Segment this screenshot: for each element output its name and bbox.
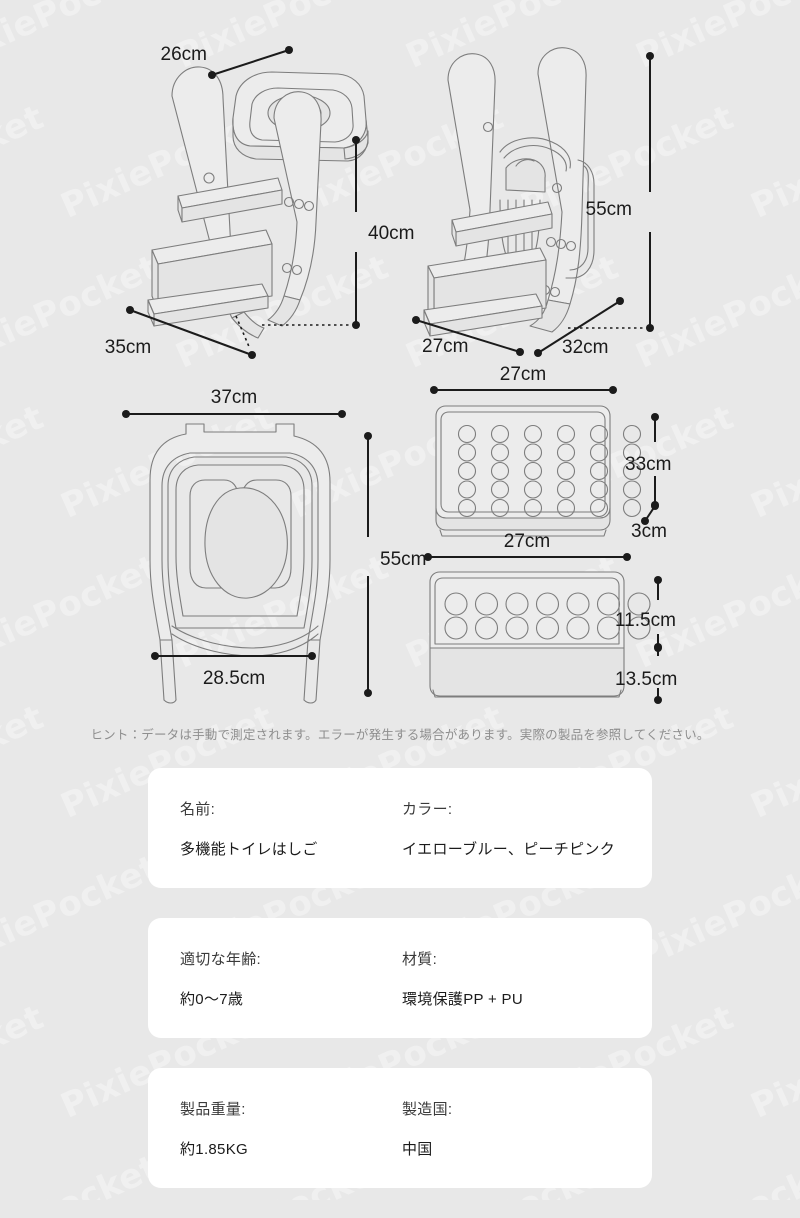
step-grip-circle: [596, 592, 621, 616]
step-grip-circle: [444, 592, 468, 616]
step-grip-circle: [490, 480, 510, 499]
spec-card-list: 名前: 多機能トイレはしご カラー: イエローブルー、ピーチピンク適切な年齢: 約0〜7…: [148, 768, 652, 1218]
step-grip-circle: [444, 616, 468, 640]
step-grip-circle: [457, 443, 477, 462]
dim-label-28-5cm: 28.5cm: [203, 668, 265, 689]
step-grip-circle: [535, 616, 560, 640]
spec-label: カラー:: [402, 800, 453, 818]
spec-column-left: 名前: 多機能トイレはしご: [180, 798, 402, 859]
spec-card: 製品重量: 約1.85KG 製造国: 中国: [148, 1068, 652, 1188]
spec-column-right: 材質: 環境保護PP + PU: [402, 948, 620, 1009]
step-grip-circle: [566, 592, 590, 616]
hint-row: ヒント：データは手動で測定されます。エラーが発生する場合があります。実際の製品を…: [0, 712, 800, 754]
spec-column-right: 製造国: 中国: [402, 1098, 620, 1159]
step-grip-circle: [490, 424, 510, 444]
spec-column-left: 製品重量: 約1.85KG: [180, 1098, 402, 1159]
dimension-diagram-area: .ln { fill:none; stroke:#7d7d7d; stroke-…: [105, 44, 677, 704]
spec-value: 約1.85KG: [180, 1140, 248, 1158]
step-grip-circle: [523, 480, 543, 499]
spec-value: 環境保護PP + PU: [402, 990, 523, 1008]
step-grip-circle: [457, 424, 477, 444]
dim-label-11-5cm: 11.5cm: [615, 610, 676, 631]
spec-label: 製造国:: [402, 1100, 453, 1118]
step-grip-circle: [490, 461, 510, 481]
spec-label: 名前:: [180, 800, 216, 818]
step-grip-circle: [535, 592, 560, 616]
step-grip-circle: [523, 461, 543, 481]
spec-column-right: カラー: イエローブルー、ピーチピンク: [402, 798, 620, 859]
step-grip-circle: [589, 480, 609, 499]
upper-step-dot-grid: [457, 424, 642, 518]
dimension-diagram-svg: .ln { fill:none; stroke:#7d7d7d; stroke-…: [105, 44, 677, 704]
spec-card: 名前: 多機能トイレはしご カラー: イエローブルー、ピーチピンク: [148, 768, 652, 888]
spec-value: 中国: [402, 1140, 433, 1158]
spec-label: 材質:: [402, 950, 438, 968]
dim-label-13-5cm: 13.5cm: [615, 669, 677, 690]
step-grip-circle: [589, 443, 609, 462]
step-grip-circle: [523, 424, 543, 444]
view-step-upper: 27cm 33cm 3cm: [430, 364, 671, 542]
step-grip-circle: [457, 461, 477, 481]
dim-label-3cm: 3cm: [631, 521, 667, 542]
spec-value: イエローブルー、ピーチピンク: [402, 840, 616, 858]
step-grip-circle: [523, 498, 543, 518]
dim-label-32cm: 32cm: [562, 337, 608, 358]
view-iso-right: 55cm 27cm 32cm: [412, 47, 654, 358]
watermark-text: PixiePocket: [745, 997, 800, 1127]
step-grip-circle: [490, 443, 510, 462]
step-grip-circle: [556, 461, 576, 481]
watermark-text: PixiePocket: [0, 1147, 165, 1200]
dim-label-35cm: 35cm: [105, 337, 151, 358]
dim-label-40cm: 40cm: [368, 223, 414, 244]
step-grip-circle: [474, 616, 499, 640]
spec-label: 適切な年齢:: [180, 950, 261, 968]
step-grip-circle: [622, 480, 642, 499]
dim-label-37cm: 37cm: [211, 387, 257, 408]
view-iso-left: 26cm 40cm 35cm: [105, 44, 414, 359]
step-grip-circle: [556, 480, 576, 499]
step-grip-circle: [622, 424, 642, 444]
view-front-seat: 37cm 55cm 28.5cm: [122, 387, 426, 704]
spec-value: 多機能トイレはしご: [180, 840, 318, 858]
step-grip-circle: [556, 424, 576, 444]
step-grip-circle: [589, 498, 609, 518]
dim-label-55cm-side: 55cm: [380, 549, 426, 570]
step-grip-circle: [457, 480, 477, 499]
measurement-hint-text: ヒント：データは手動で測定されます。エラーが発生する場合があります。実際の製品を…: [90, 727, 710, 742]
step-grip-circle: [490, 498, 510, 518]
step-grip-circle: [556, 443, 576, 462]
watermark-text: PixiePocket: [630, 847, 800, 977]
view-step-lower: 27cm 11.5cm 13.5cm: [424, 531, 677, 704]
step-grip-circle: [556, 498, 576, 518]
step-grip-circle: [457, 498, 477, 518]
step-grip-circle: [589, 424, 609, 444]
step-grip-circle: [566, 616, 590, 640]
step-grip-circle: [474, 592, 499, 616]
dim-label-26cm: 26cm: [161, 44, 207, 65]
step-grip-circle: [622, 461, 642, 481]
dim-label-27cm-upper: 27cm: [500, 364, 546, 385]
spec-value: 約0〜7歳: [180, 990, 244, 1008]
dim-label-27cm-lower: 27cm: [504, 531, 550, 552]
step-grip-circle: [505, 592, 529, 616]
watermark-text: PixiePocket: [0, 847, 165, 977]
watermark-text: PixiePocket: [0, 997, 50, 1127]
lower-step-dot-grid: [444, 592, 651, 640]
dim-label-27cm-depth: 27cm: [422, 336, 468, 357]
step-grip-circle: [627, 592, 651, 616]
dim-label-33cm: 33cm: [625, 454, 671, 475]
dim-label-55cm-top: 55cm: [586, 199, 632, 220]
step-grip-circle: [505, 616, 529, 640]
step-grip-circle: [627, 616, 651, 640]
spec-column-left: 適切な年齢: 約0〜7歳: [180, 948, 402, 1009]
step-grip-circle: [523, 443, 543, 462]
spec-card: 適切な年齢: 約0〜7歳 材質: 環境保護PP + PU: [148, 918, 652, 1038]
step-grip-circle: [596, 616, 621, 640]
step-grip-circle: [622, 498, 642, 518]
spec-label: 製品重量:: [180, 1100, 246, 1118]
step-grip-circle: [589, 461, 609, 481]
watermark-text: PixiePocket: [630, 1147, 800, 1200]
step-grip-circle: [622, 443, 642, 462]
